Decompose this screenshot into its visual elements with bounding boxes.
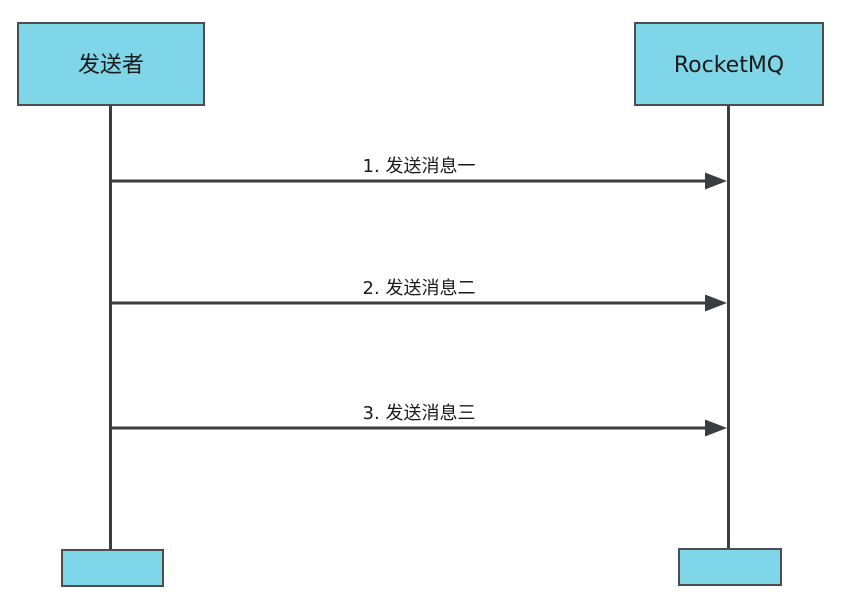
actor-sender: 发送者	[17, 22, 205, 106]
actor-label-sender: 发送者	[78, 53, 144, 78]
message-1: 1. 发送消息一	[110, 156, 727, 190]
lifeline-end-box-sender	[61, 549, 164, 587]
lifelines	[109, 105, 730, 550]
message-1-label: 1. 发送消息一	[363, 156, 476, 177]
actor-rocketmq: RocketMQ	[634, 22, 824, 106]
actor-box-rocketmq	[634, 22, 824, 106]
message-3-arrowhead-icon	[705, 419, 727, 437]
lifeline-end-markers	[61, 548, 782, 587]
actor-box-sender	[17, 22, 205, 106]
message-1-arrowhead-icon	[705, 172, 727, 190]
lifeline-end-box-rocketmq	[678, 548, 782, 586]
actor-label-rocketmq: RocketMQ	[674, 53, 784, 78]
message-2-arrowhead-icon	[705, 294, 727, 312]
message-3-label: 3. 发送消息三	[363, 403, 476, 424]
message-2: 2. 发送消息二	[110, 278, 727, 312]
message-2-label: 2. 发送消息二	[363, 278, 476, 299]
message-3: 3. 发送消息三	[110, 403, 727, 437]
